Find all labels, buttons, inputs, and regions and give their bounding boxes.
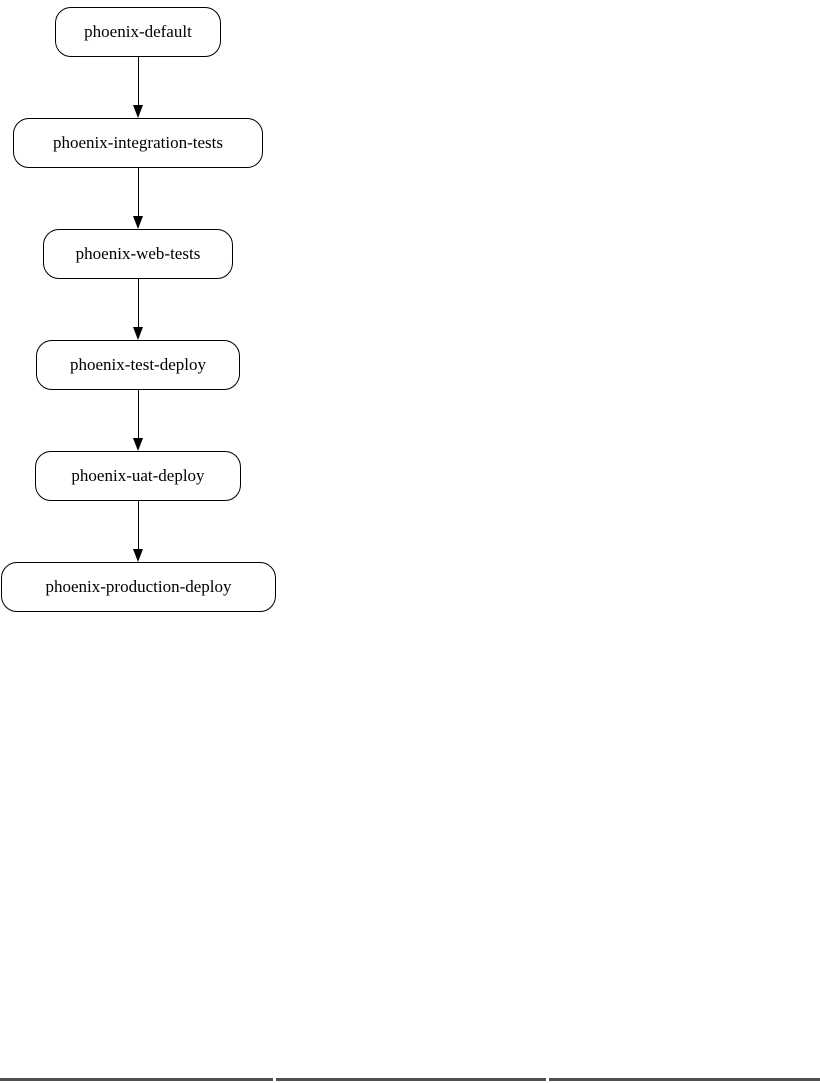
node-phoenix-uat-deploy: phoenix-uat-deploy xyxy=(35,451,241,501)
node-phoenix-integration-tests: phoenix-integration-tests xyxy=(13,118,263,168)
node-phoenix-web-tests: phoenix-web-tests xyxy=(43,229,233,279)
arrowhead-down-icon xyxy=(132,327,143,340)
table-column-border xyxy=(276,1078,546,1081)
node-label: phoenix-integration-tests xyxy=(53,133,223,152)
node-phoenix-default: phoenix-default xyxy=(55,7,221,57)
arrowhead-down-icon xyxy=(132,216,143,229)
arrowhead-down-icon xyxy=(132,549,143,562)
table-column-border xyxy=(549,1078,820,1081)
node-label: phoenix-test-deploy xyxy=(70,355,206,374)
arrowhead-down-icon xyxy=(132,438,143,451)
arrowhead-down-icon xyxy=(132,105,143,118)
edge-phoenix-integration-tests-to-phoenix-web-tests xyxy=(137,168,139,217)
edge-phoenix-default-to-phoenix-integration-tests xyxy=(137,57,139,106)
node-label: phoenix-production-deploy xyxy=(45,577,232,596)
edge-phoenix-uat-deploy-to-phoenix-production-deploy xyxy=(137,501,139,550)
node-label: phoenix-uat-deploy xyxy=(71,466,205,485)
node-phoenix-test-deploy: phoenix-test-deploy xyxy=(36,340,240,390)
edge-phoenix-web-tests-to-phoenix-test-deploy xyxy=(137,279,139,328)
table-top-border xyxy=(0,1078,820,1081)
node-phoenix-production-deploy: phoenix-production-deploy xyxy=(1,562,276,612)
node-label: phoenix-default xyxy=(84,22,192,41)
edge-phoenix-test-deploy-to-phoenix-uat-deploy xyxy=(137,390,139,439)
node-label: phoenix-web-tests xyxy=(75,244,201,263)
table-column-border xyxy=(0,1078,273,1081)
